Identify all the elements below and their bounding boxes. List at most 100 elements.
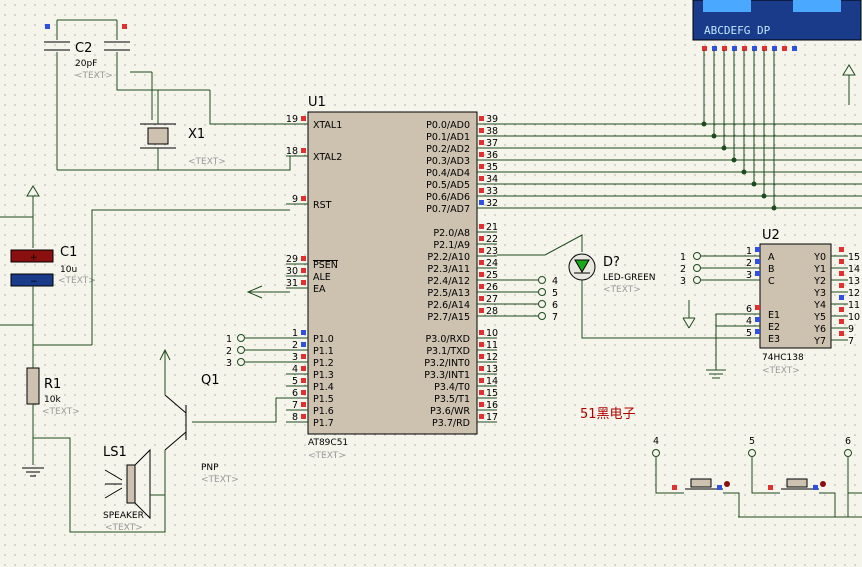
crystal-x1[interactable] [57, 90, 291, 171]
u2-pin-number: 2 [746, 258, 752, 269]
button-terminal-label: 4 [653, 436, 659, 447]
pin-marker [479, 176, 484, 181]
ls1-type: SPEAKER [103, 511, 144, 521]
u1-pin-number: 5 [292, 376, 298, 387]
u1-pin-name: P1.4 [313, 382, 334, 393]
u1-right-pins: 39P0.0/AD038P0.1/AD137P0.2/AD236P0.3/AD3… [424, 114, 498, 429]
u2-pin-number: 11 [848, 300, 860, 311]
ls1-text: <TEXT> [105, 523, 143, 533]
push-button[interactable] [786, 478, 808, 488]
u1-chip[interactable] [307, 111, 478, 435]
pin-marker [839, 283, 844, 288]
pin-marker [752, 46, 757, 51]
pin-marker [479, 116, 484, 121]
u2-pin-name: C [768, 276, 775, 287]
x1-ref: X1 [188, 127, 205, 142]
pin-marker [755, 305, 760, 310]
u1-pin-name: P2.0/A8 [433, 228, 470, 239]
u1-pin-name: P3.2/INT0 [424, 358, 470, 369]
c2-pin-marker [122, 24, 127, 29]
pin-marker [732, 46, 737, 51]
pin-marker [301, 148, 306, 153]
pin-marker [479, 308, 484, 313]
transistor-q1[interactable] [33, 348, 290, 533]
c2-pin-marker [45, 24, 50, 29]
pin-marker [479, 260, 484, 265]
resistor-r1[interactable] [22, 345, 44, 477]
pin-marker [479, 164, 484, 169]
pin-marker [755, 271, 760, 276]
u2-pin-number: 14 [848, 264, 860, 275]
speaker-ls1[interactable] [104, 448, 165, 520]
u2-pin-name: Y5 [813, 312, 826, 323]
brand-text: 51黑电子 [580, 407, 636, 422]
pin-marker [479, 248, 484, 253]
u1-pin-number: 28 [486, 306, 498, 317]
pin-marker [839, 271, 844, 276]
u1-pin-name: P1.7 [313, 418, 334, 429]
u1-pin-number: 14 [486, 376, 498, 387]
u2-ref: U2 [762, 228, 780, 243]
seven-segment-display[interactable]: ABCDEFG DP [692, 0, 862, 41]
u2-pin-number: 3 [746, 270, 752, 281]
terminal-label: 5 [552, 288, 558, 299]
u1-pin-number: 8 [292, 412, 298, 423]
u2-pin-number: 5 [746, 328, 752, 339]
u1-pin-name: RST [313, 200, 332, 211]
u1-pin-number: 22 [486, 234, 498, 245]
u2-pin-number: 7 [848, 336, 854, 347]
pin-marker [479, 200, 484, 205]
terminal-label: 7 [552, 312, 558, 323]
pin-marker [479, 330, 484, 335]
u1-pin-number: 16 [486, 400, 498, 411]
pin-marker [301, 402, 306, 407]
capacitor-c2[interactable] [44, 19, 210, 170]
led-green[interactable] [497, 234, 716, 339]
pin-marker [742, 46, 747, 51]
u1-pin-name: P0.7/AD7 [426, 204, 470, 215]
u2-pin-number: 12 [848, 288, 860, 299]
terminal-label: 1 [226, 334, 232, 345]
u1-pin-name: P1.2 [313, 358, 334, 369]
r1-ref: R1 [44, 377, 61, 392]
c1-value: 10u [60, 265, 77, 275]
u1-pin-name: P3.3/INT1 [424, 370, 470, 381]
pin-marker [755, 317, 760, 322]
c2-ref: C2 [75, 41, 92, 56]
u1-pin-name: P2.5/A13 [427, 288, 470, 299]
pin-marker [755, 259, 760, 264]
push-button[interactable] [690, 478, 712, 488]
u1-pin-name: P3.7/RD [432, 418, 470, 429]
u1-ref: U1 [308, 95, 326, 110]
u1-pin-name: P2.6/A14 [427, 300, 470, 311]
u2-pin-name: B [768, 264, 775, 275]
u1-pin-name: P3.5/T1 [434, 394, 470, 405]
u1-pin-number: 15 [486, 388, 498, 399]
u1-pin-name: P3.4/T0 [434, 382, 470, 393]
u2-pin-name: A [768, 252, 775, 263]
capacitor-c1[interactable]: + − [10, 249, 54, 345]
u1-pin-number: 24 [486, 258, 498, 269]
pin-marker [479, 390, 484, 395]
pin-marker [672, 485, 677, 490]
terminal-label: 2 [226, 346, 232, 357]
pin-marker [301, 390, 306, 395]
ground-icon [706, 318, 726, 379]
pin-marker [479, 354, 484, 359]
u2-pin-name: Y1 [813, 264, 826, 275]
u1-pin-name: P0.3/AD3 [426, 156, 470, 167]
u1-pin-number: 12 [486, 352, 498, 363]
pin-marker [722, 46, 727, 51]
u2-pin-number: 6 [746, 304, 752, 315]
u2-pin-name: Y7 [813, 336, 826, 347]
u2-pin-number: 1 [746, 246, 752, 257]
pin-marker [479, 366, 484, 371]
u1-pin-name: P0.1/AD1 [426, 132, 470, 143]
ls1-ref: LS1 [103, 445, 127, 460]
u1-pin-name: XTAL1 [313, 120, 342, 131]
pin-marker [301, 256, 306, 261]
u1-pin-number: 1 [292, 328, 298, 339]
display-pins [497, 46, 862, 211]
u2-chip[interactable] [759, 243, 832, 349]
